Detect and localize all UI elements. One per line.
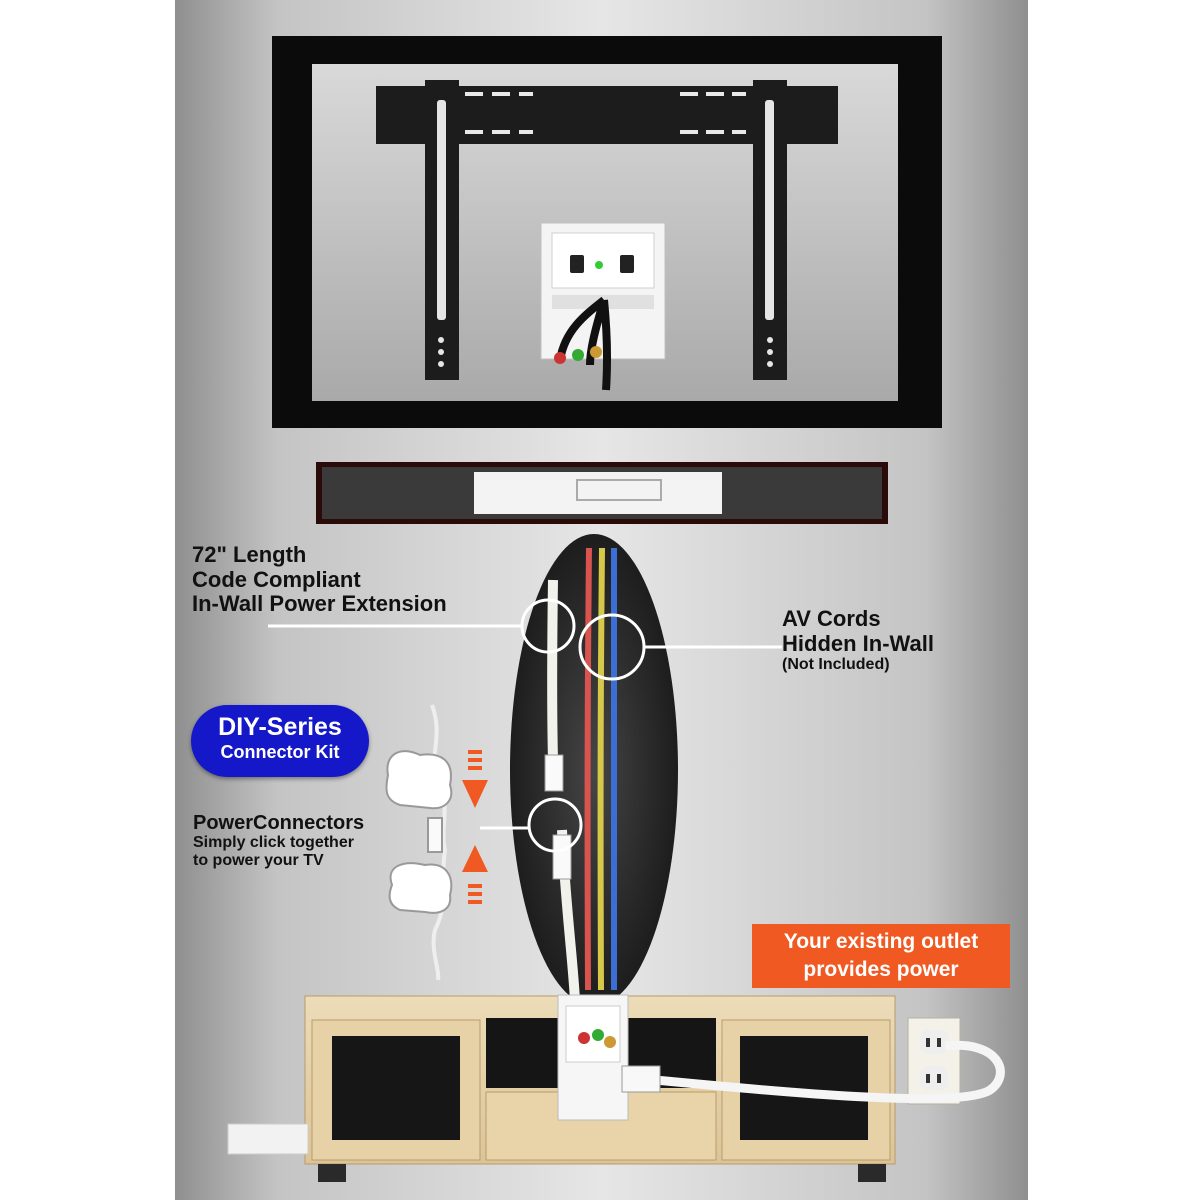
upper-wall-plate bbox=[540, 222, 666, 391]
baseboard bbox=[227, 1123, 309, 1155]
outlet-note-line2: provides power bbox=[803, 958, 959, 981]
connectors-callout: PowerConnectors Simply click together to… bbox=[193, 812, 364, 870]
connectors-line2: Simply click together bbox=[193, 834, 354, 852]
badge-line1: DIY-Series bbox=[218, 713, 342, 741]
existing-wall-outlet bbox=[907, 1017, 961, 1105]
av-label-line1: AV Cords bbox=[782, 606, 881, 631]
av-cords bbox=[584, 547, 617, 991]
extension-callout: 72" Length Code Compliant In-Wall Power … bbox=[192, 542, 447, 617]
diy-series-badge: DIY-Series Connector Kit bbox=[191, 705, 369, 777]
push-arrows bbox=[462, 750, 488, 904]
tv bbox=[272, 36, 942, 428]
power-extension-cord bbox=[544, 579, 580, 1001]
outlet-note-box: Your existing outlet provides power bbox=[752, 924, 1010, 988]
outlet-note-line1: Your existing outlet bbox=[783, 930, 979, 953]
connector-hands-illustration bbox=[385, 704, 453, 981]
connectors-title: PowerConnectors bbox=[193, 812, 365, 834]
extension-label-line1: 72" Length bbox=[192, 542, 307, 567]
outlet-power-cord bbox=[654, 1040, 1005, 1104]
lower-wall-plate bbox=[557, 994, 629, 1121]
badge-line2: Connector Kit bbox=[220, 742, 340, 762]
connectors-line3: to power your TV bbox=[193, 852, 324, 870]
sound-bar bbox=[316, 462, 888, 524]
extension-label-line2: Code Compliant bbox=[192, 566, 361, 592]
av-cords-callout: AV Cords Hidden In-Wall (Not Included) bbox=[782, 606, 934, 674]
av-label-line2: Hidden In-Wall bbox=[782, 630, 934, 656]
extension-label-line3: In-Wall Power Extension bbox=[192, 591, 447, 617]
av-label-line3: (Not Included) bbox=[782, 656, 890, 674]
